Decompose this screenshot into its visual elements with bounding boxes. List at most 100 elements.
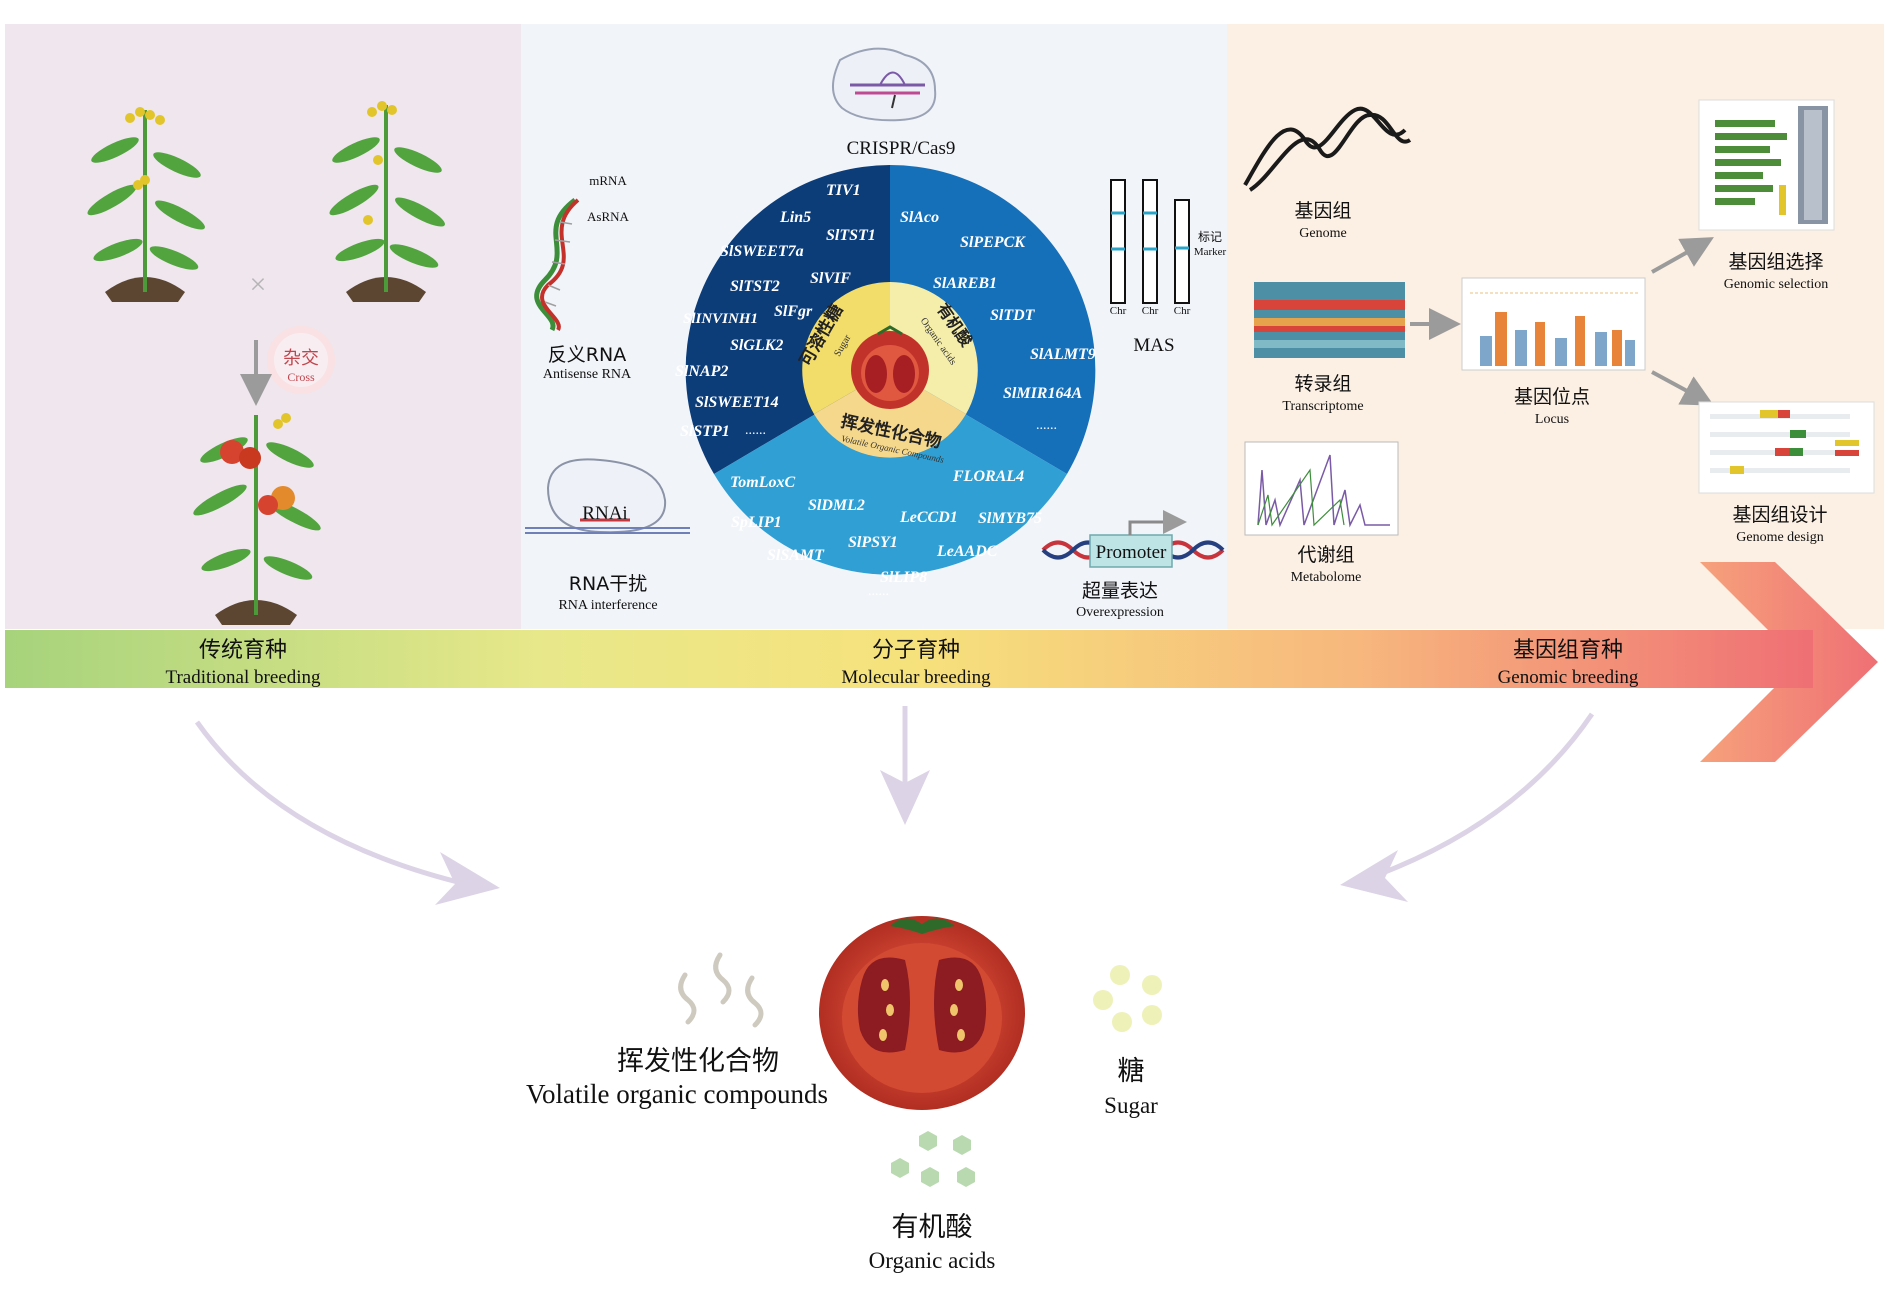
gene-slsweet7a: SlSWEET7a (720, 243, 804, 260)
cross-badge: 杂交 Cross (267, 326, 335, 394)
svg-text:Genomic breeding: Genomic breeding (1498, 667, 1639, 688)
gene-tomloxc: TomLoxC (730, 474, 796, 491)
arrow-molecular-head (880, 770, 930, 825)
outcome-acid-cn: 有机酸 (892, 1212, 973, 1243)
antisense-en: Antisense RNA (543, 367, 632, 382)
crispr-label: CRISPR/Cas9 (847, 138, 956, 159)
genome-helix-icon (1243, 106, 1412, 192)
outcome-sugar-cn: 糖 (1118, 1056, 1145, 1087)
gene-sllip8: SlLIP8 (880, 569, 927, 586)
mas-label: MAS (1133, 335, 1174, 356)
design-en: Genome design (1736, 530, 1823, 545)
outcome-volatile-cn: 挥发性化合物 (617, 1046, 779, 1077)
outcome-acid-en: Organic acids (869, 1248, 996, 1273)
gene-slpsy1: SlPSY1 (848, 534, 898, 551)
gene-slsamt: SlSAMT (767, 547, 825, 564)
organic-acid-hexagons-icon (891, 1131, 975, 1187)
cross-symbol: × (250, 268, 267, 301)
parent-plant-right (329, 101, 445, 302)
stage-band (5, 630, 1813, 688)
chr-label-3: Chr (1174, 305, 1191, 317)
arrow-traditional-head (435, 852, 500, 905)
svg-text:基因组育种: 基因组育种 (1513, 638, 1623, 663)
stage-label-traditional: 传统育种 Traditional breeding (166, 638, 321, 688)
antisense-cn: 反义RNA (548, 344, 626, 366)
mas-chromosomes (1110, 179, 1190, 304)
acid-ellipsis: ...... (1036, 418, 1057, 433)
chr-label-2: Chr (1142, 305, 1159, 317)
gene-slglk2: SlGLK2 (730, 337, 783, 354)
selection-en: Genomic selection (1724, 277, 1829, 292)
locus-to-selection-arrow (1651, 237, 1714, 274)
gene-wheel (685, 164, 1096, 575)
overexpression-en: Overexpression (1076, 605, 1164, 620)
gene-slfgr: SlFgr (774, 303, 813, 320)
gene-splip1: SpLIP1 (731, 514, 782, 531)
arrow-traditional-to-tomato (194, 720, 471, 888)
svg-text:杂交: 杂交 (283, 348, 319, 369)
gene-slstp1: SlSTP1 (680, 423, 730, 440)
transcriptome-heatmap (1254, 282, 1405, 358)
arrow-genomic-to-tomato (1379, 712, 1595, 877)
svg-text:Molecular breeding: Molecular breeding (841, 667, 991, 688)
outcome-sugar-en: Sugar (1104, 1093, 1158, 1118)
promoter-label: Promoter (1096, 542, 1167, 563)
stage-label-molecular: 分子育种 Molecular breeding (841, 638, 991, 688)
volatile-wisp-icon (678, 952, 764, 1028)
gene-leaadc: LeAADC (936, 543, 998, 560)
rnai-cn: RNA干扰 (569, 573, 647, 595)
gene-slvif: SlVIF (810, 270, 851, 287)
rnai-en: RNA interference (558, 598, 657, 613)
metabolome-en: Metabolome (1291, 570, 1362, 585)
locus-manhattan-plot (1461, 277, 1646, 371)
antisense-rna-icon (534, 198, 580, 332)
wheel-tomato (851, 325, 929, 409)
gene-slinvinh1: SlINVINH1 (683, 311, 758, 327)
overexpression-icon (1041, 510, 1225, 568)
locus-to-design-arrow (1651, 370, 1715, 406)
marker-en: Marker (1194, 246, 1227, 258)
gene-slnap2: SlNAP2 (675, 363, 728, 380)
gene-floral4: FLORAL4 (952, 468, 1024, 485)
asrna-label: AsRNA (587, 209, 630, 224)
gene-slpepck: SlPEPCK (960, 234, 1026, 251)
mrna-label: mRNA (589, 173, 627, 188)
svg-text:分子育种: 分子育种 (872, 638, 960, 663)
metabolome-chromatogram (1244, 441, 1399, 536)
transcriptome-en: Transcriptome (1282, 399, 1363, 414)
genome-en: Genome (1299, 226, 1346, 241)
gene-slareb1: SlAREB1 (933, 275, 997, 292)
gene-slalmt9: SlALMT9 (1030, 346, 1096, 363)
svg-text:Cross: Cross (287, 370, 315, 384)
gene-sltdt: SlTDT (990, 307, 1036, 324)
gene-lin5: Lin5 (779, 209, 811, 226)
outcome-volatile-en: Volatile organic compounds (526, 1079, 828, 1109)
arrow-genomic-head (1340, 850, 1408, 902)
gene-leccd1: LeCCD1 (899, 509, 958, 526)
svg-text:Traditional breeding: Traditional breeding (166, 667, 321, 688)
gene-sltst2: SlTST2 (730, 278, 780, 295)
gene-slmir164a: SlMIR164A (1003, 385, 1082, 402)
locus-cn: 基因位点 (1514, 386, 1590, 408)
progress-arrowhead (1700, 562, 1878, 762)
offspring-plant (193, 413, 321, 625)
gene-sldml2: SlDML2 (808, 497, 865, 514)
marker-cn: 标记 (1198, 230, 1222, 244)
selection-cn: 基因组选择 (1728, 251, 1823, 273)
svg-text:传统育种: 传统育种 (199, 638, 287, 663)
chr-label-1: Chr (1110, 305, 1127, 317)
overexpression-cn: 超量表达 (1082, 580, 1158, 602)
traditional-panel (5, 24, 521, 629)
parent-plant-left (87, 107, 205, 302)
gene-tiv1: TIV1 (826, 182, 861, 199)
rnai-icon (525, 458, 690, 534)
stage-label-genomic: 基因组育种 Genomic breeding (1498, 638, 1639, 688)
mas-markers (1111, 211, 1189, 251)
genomic-selection-figure (1698, 99, 1835, 231)
transcriptome-cn: 转录组 (1294, 373, 1351, 395)
crispr-icon (832, 47, 937, 122)
volatile-ellipsis: ...... (868, 584, 889, 599)
sugar-ellipsis: ...... (745, 423, 766, 438)
gene-sltst1: SlTST1 (826, 227, 876, 244)
